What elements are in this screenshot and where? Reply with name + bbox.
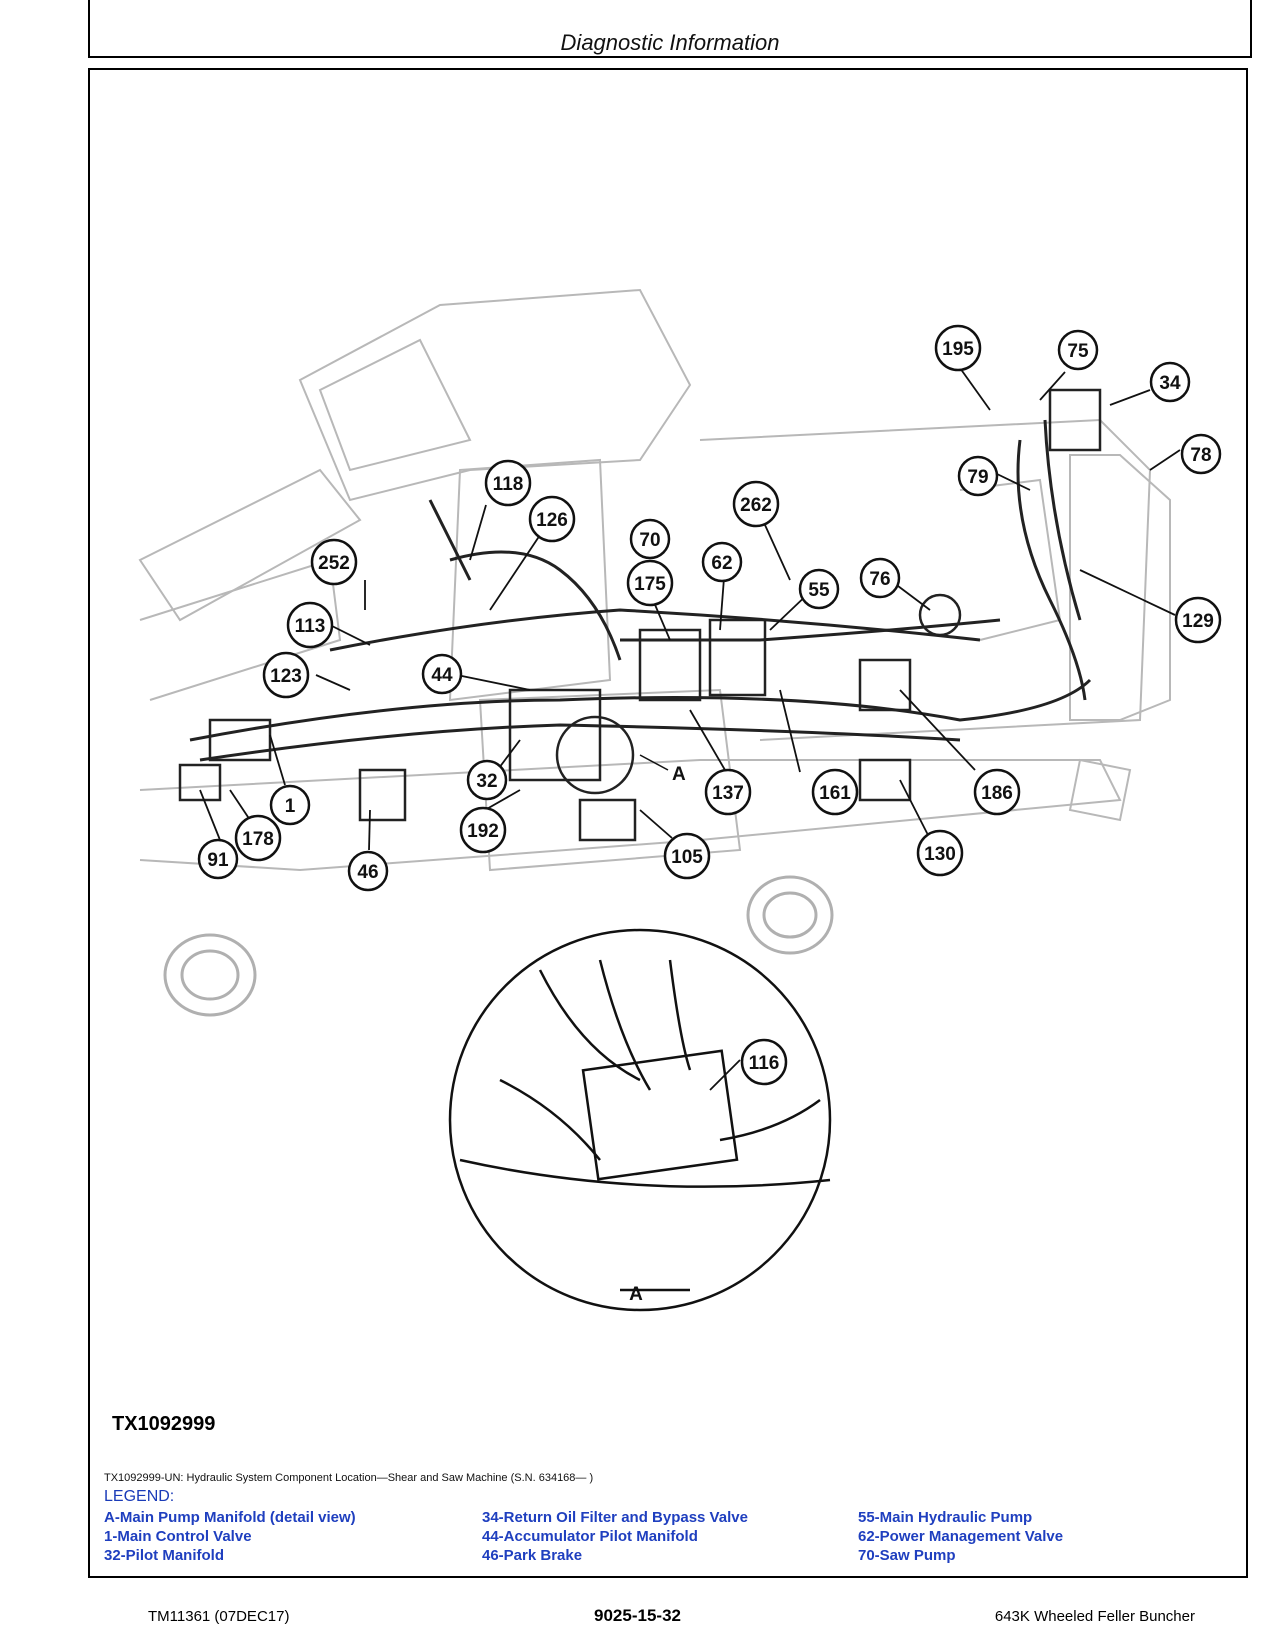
callout-62: 62: [701, 541, 743, 583]
callout-79: 79: [957, 455, 999, 497]
footer-manual-id: TM11361 (07DEC17): [148, 1608, 290, 1625]
svg-text:70: 70: [639, 530, 660, 551]
callout-105: 105: [663, 832, 711, 880]
hydraulic-lines: [189, 419, 1092, 762]
svg-text:252: 252: [318, 553, 350, 574]
callout-252: 252: [310, 538, 358, 586]
svg-text:32: 32: [476, 771, 497, 792]
svg-text:137: 137: [712, 783, 744, 804]
svg-text:78: 78: [1190, 445, 1211, 466]
detail-view: [448, 928, 832, 1312]
callout-129: 129: [1174, 596, 1222, 644]
callout-186: 186: [973, 768, 1021, 816]
svg-text:116: 116: [749, 1053, 780, 1074]
callout-137: 137: [704, 768, 752, 816]
callout-130: 130: [916, 829, 964, 877]
svg-text:76: 76: [869, 569, 890, 590]
legend-item: 32-Pilot Manifold: [104, 1547, 224, 1564]
callout-192: 192: [459, 806, 507, 854]
callout-123: 123: [262, 651, 310, 699]
callout-195: 195: [934, 324, 982, 372]
legend-item: A-Main Pump Manifold (detail view): [104, 1509, 356, 1526]
legend-item: 55-Main Hydraulic Pump: [858, 1509, 1033, 1526]
legend-item: 1-Main Control Valve: [104, 1528, 252, 1545]
svg-text:123: 123: [270, 666, 302, 687]
callout-126: 126: [528, 495, 576, 543]
svg-text:79: 79: [967, 467, 988, 488]
callout-34: 34: [1149, 361, 1191, 403]
legend-item: 62-Power Management Valve: [858, 1528, 1064, 1545]
svg-text:105: 105: [671, 847, 703, 868]
callout-262: 262: [732, 480, 780, 528]
detail-marker-a: A: [672, 764, 686, 785]
callout-55: 55: [798, 568, 840, 610]
svg-text:186: 186: [981, 783, 1013, 804]
callout-32: 32: [466, 759, 508, 801]
callout-116: 116: [740, 1038, 788, 1086]
svg-text:34: 34: [1159, 373, 1181, 394]
legend-column-2: 34-Return Oil Filter and Bypass Valve 44…: [482, 1508, 748, 1565]
svg-text:126: 126: [536, 510, 568, 531]
header-frame: Diagnostic Information: [88, 0, 1252, 58]
svg-text:113: 113: [295, 616, 326, 637]
svg-text:129: 129: [1182, 611, 1214, 632]
figure-caption: TX1092999-UN: Hydraulic System Component…: [104, 1472, 594, 1484]
callout-70: 70: [629, 518, 671, 560]
callout-46: 46: [347, 850, 389, 892]
callout-91: 91: [197, 838, 239, 880]
legend-item: 46-Park Brake: [482, 1547, 583, 1564]
callout-78: 78: [1180, 433, 1222, 475]
svg-text:46: 46: [357, 862, 378, 883]
callout-178: 178: [234, 814, 282, 862]
figure-frame: [88, 68, 1248, 1578]
legend-column-3: 55-Main Hydraulic Pump 62-Power Manageme…: [858, 1508, 1063, 1565]
callout-161: 161: [811, 768, 859, 816]
callout-44: 44: [421, 653, 463, 695]
footer-machine-name: 643K Wheeled Feller Buncher: [994, 1608, 1195, 1625]
callout-118: 118: [484, 459, 532, 507]
svg-text:118: 118: [493, 474, 524, 495]
leader-lines: [199, 367, 1181, 1091]
callout-1: 1: [269, 784, 311, 826]
legend-title: LEGEND:: [104, 1488, 175, 1505]
svg-text:91: 91: [207, 850, 229, 871]
components: [178, 388, 1102, 842]
svg-text:62: 62: [711, 553, 732, 574]
svg-text:178: 178: [242, 829, 274, 850]
legend-item: 44-Accumulator Pilot Manifold: [482, 1528, 698, 1545]
svg-text:44: 44: [431, 665, 453, 686]
legend-item: 34-Return Oil Filter and Bypass Valve: [482, 1509, 748, 1526]
callout-113: 113: [286, 601, 334, 649]
legend-column-1: A-Main Pump Manifold (detail view) 1-Mai…: [104, 1508, 356, 1565]
svg-text:55: 55: [808, 580, 830, 601]
page-header-title: Diagnostic Information: [560, 30, 780, 55]
figure-id: TX1092999: [112, 1413, 216, 1435]
svg-text:195: 195: [942, 339, 974, 360]
callout-175: 175: [626, 559, 674, 607]
callout-76: 76: [859, 557, 901, 599]
svg-text:161: 161: [819, 783, 851, 804]
svg-text:130: 130: [924, 844, 956, 865]
svg-text:175: 175: [634, 574, 666, 595]
callouts: 195 75 34 78 79 129 118 126 262 70 62 17…: [197, 324, 1222, 1086]
legend-item: 70-Saw Pump: [858, 1547, 956, 1564]
detail-view-label: A: [629, 1284, 643, 1305]
svg-text:192: 192: [467, 821, 499, 842]
svg-text:262: 262: [740, 495, 772, 516]
wheels: [163, 875, 834, 1017]
svg-text:75: 75: [1067, 341, 1089, 362]
callout-75: 75: [1057, 329, 1099, 371]
svg-text:1: 1: [285, 796, 296, 817]
footer-page-number: 9025-15-32: [594, 1606, 681, 1625]
